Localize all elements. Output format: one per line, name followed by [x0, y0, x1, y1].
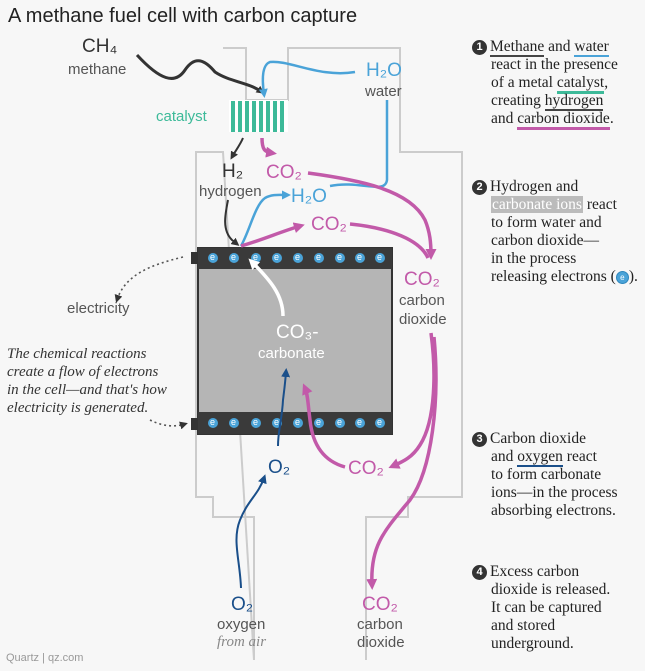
label-h2o-mid: H₂O: [291, 186, 327, 207]
step-number: 4: [472, 565, 487, 580]
step-number: 2: [472, 180, 487, 195]
label-hydrogen: hydrogen: [199, 183, 262, 200]
h2-arrow: [230, 137, 244, 160]
label-methane: methane: [68, 61, 127, 78]
electricity-explanation: The chemical reactions create a flow of …: [7, 346, 167, 416]
electricity-arrow-up: [114, 256, 184, 303]
label-dioxide-right: dioxide: [399, 311, 447, 328]
label-ch4: CH₄: [82, 36, 118, 57]
label-co2-lower: CO₂: [348, 458, 384, 479]
label-o2-mid: O₂: [268, 457, 291, 478]
label-co2-mid: CO₂: [311, 214, 347, 235]
label-water: water: [365, 83, 402, 100]
label-co2-right: CO₂: [404, 269, 440, 290]
label-co2-bottom: CO₂: [362, 594, 398, 615]
electron-icon: e: [615, 271, 629, 284]
label-carbonate: carbonate: [258, 345, 325, 362]
electrons-bottom: [208, 418, 385, 428]
co2-mid-curve: [349, 222, 430, 259]
electrons-top: [208, 253, 385, 263]
label-h2: H₂: [222, 161, 244, 182]
label-oxygen: oxygen: [217, 616, 266, 633]
label-co3: CO₃-: [276, 322, 319, 343]
co2-right-down: [388, 332, 436, 469]
label-carbon-right: carbon: [399, 292, 445, 309]
label-h2o-top: H₂O: [366, 60, 402, 81]
hydrogen-to-cell-arrow: [224, 199, 240, 246]
label-dioxide-bottom: dioxide: [357, 634, 405, 651]
step-number: 1: [472, 40, 487, 55]
water-down-arrow: [329, 100, 389, 189]
methane-arrow: [135, 53, 265, 94]
catalyst-block: [229, 100, 288, 132]
label-from-air: from air: [217, 634, 267, 650]
water-arrow: [258, 60, 356, 98]
co2-top-curve: [307, 171, 437, 260]
h2o-mid-arrow: [239, 190, 291, 247]
co2-catalyst-arrow: [260, 137, 277, 158]
label-o2-bottom: O₂: [231, 594, 254, 615]
electron-letters-top: e e e e e e e e e: [210, 252, 383, 262]
label-electricity: electricity: [67, 300, 130, 317]
label-co2-top: CO₂: [266, 162, 302, 183]
footer-credit: Quartz | qz.com: [6, 652, 84, 664]
electron-letters-bottom: e e e e e e e e e: [210, 417, 383, 427]
carbonate-arrow: [248, 258, 285, 317]
electricity-arrow-down: [149, 419, 188, 430]
label-carbon-bottom: carbon: [357, 616, 403, 633]
oxygen-to-cell-arrow: [277, 368, 291, 447]
co2-mid-arrow: [240, 222, 305, 248]
page-title: A methane fuel cell with carbon capture: [8, 5, 358, 27]
oxygen-input-arrow: [235, 474, 267, 589]
step-number: 3: [472, 432, 487, 447]
co2-lower-loop: [302, 383, 346, 469]
co2-exhaust-arrow: [366, 336, 438, 590]
label-catalyst: catalyst: [156, 108, 207, 125]
